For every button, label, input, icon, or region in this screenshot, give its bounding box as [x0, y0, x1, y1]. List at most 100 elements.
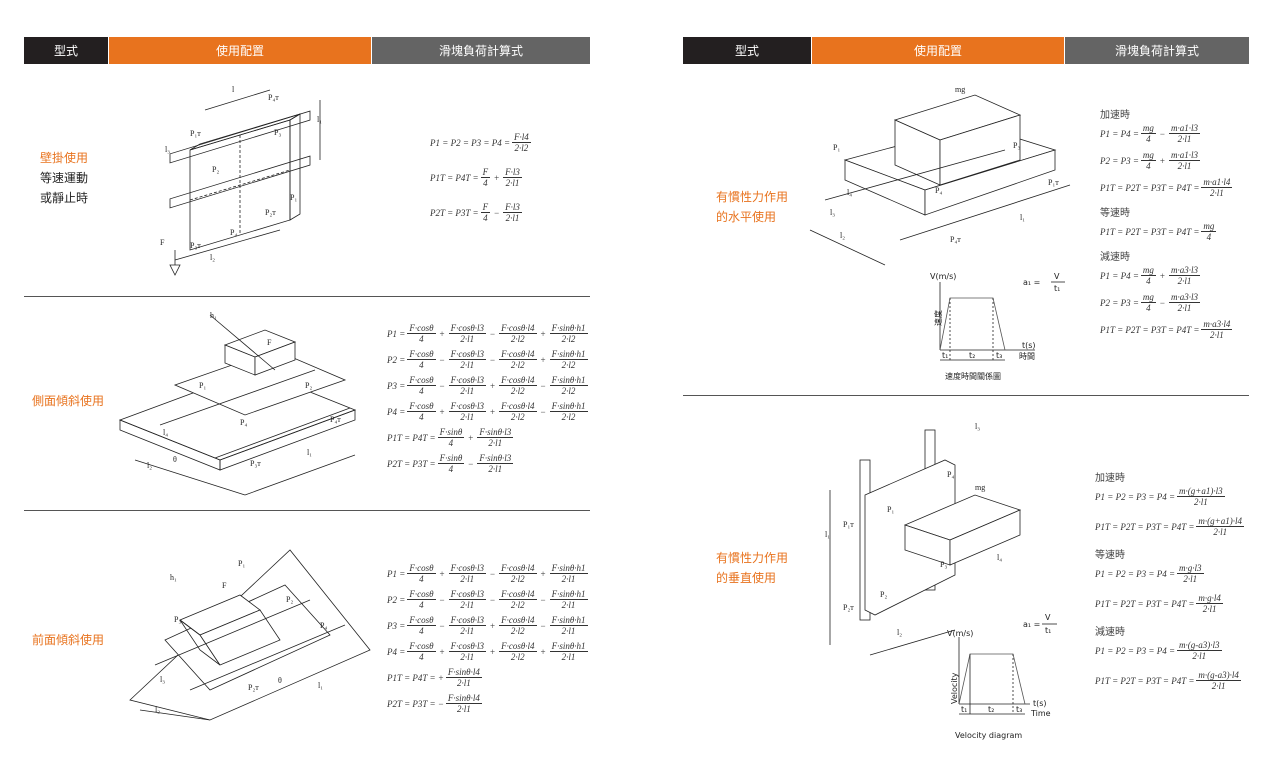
formula-operator: − [490, 568, 496, 579]
fraction-numerator: F·cosθ·l3 [448, 349, 486, 360]
fraction-numerator: F·l3 [503, 202, 522, 213]
formula-operator: + [439, 568, 445, 579]
fraction-denominator: 4 [448, 464, 454, 474]
formula-operator: − [439, 354, 445, 365]
load-label: P₃ᴛ [190, 241, 201, 250]
wall-mount-diagram: l P₄ᴛ P₁ᴛ P₃ l₁ l₃ P₂ P₁ P₂ᴛ P₄ P₃ᴛ F l₂ [160, 85, 322, 276]
dim-label: l₃ [160, 675, 165, 684]
formula-operator: + [540, 328, 546, 339]
header-type: 型式 [24, 37, 108, 64]
fraction-numerator: m·g·l3 [1177, 563, 1204, 574]
formula-operator: + [540, 646, 546, 657]
fraction-numerator: F·cosθ·l3 [448, 563, 486, 574]
formula-operator: − [490, 354, 496, 365]
load-label: P₄ [947, 470, 954, 479]
label-line: 等速運動 [40, 171, 89, 185]
fraction-denominator: 2·l1 [1192, 651, 1207, 661]
formula-operator: − [494, 207, 500, 218]
force-label: mg [975, 483, 985, 492]
fraction-denominator: 2·l1 [1183, 574, 1198, 584]
fraction-numerator: F·cosθ·l4 [499, 589, 537, 600]
dim-label: l₁ [1020, 213, 1025, 222]
formula-lhs: P3 = [387, 620, 406, 631]
load-label: P₂ [880, 590, 887, 599]
fraction-denominator: 2·l1 [561, 600, 576, 610]
fraction-denominator: 2·l1 [505, 178, 520, 188]
formula-lhs: P2 = [387, 594, 406, 605]
load-label: P₁ [290, 193, 297, 202]
dim-label: l₁ [317, 115, 322, 124]
fraction-denominator: 2·l2 [510, 574, 525, 584]
formula-lhs: P1 = [387, 568, 406, 579]
dim-label: h₁ [210, 311, 217, 320]
dim-label: l₁ [307, 448, 312, 457]
formula-operator: + [468, 432, 474, 443]
formula-operator: + [490, 646, 496, 657]
formula-operator: − [540, 406, 546, 417]
fraction-numerator: F·cosθ·l4 [499, 563, 537, 574]
vertical-inertia-diagram: l₃ P₄ mg P₁ P₁ᴛ l₁ P₃ l₄ P₂ P₂ᴛ l₂ [825, 422, 1022, 656]
load-label: P₄ [240, 418, 247, 427]
fraction-numerator: F·sinθ·h1 [549, 615, 588, 626]
fraction-denominator: 4 [1146, 134, 1151, 144]
velocity-diagram-cn: V(m/s) a₁ = V t₁ 速度 t(s) 時間 t₁ t₂ t₃ 速度時… [930, 272, 1065, 381]
t1-label: t₁ [961, 705, 967, 714]
fraction-denominator: 2·l2 [510, 360, 525, 370]
fraction-numerator: F [480, 202, 491, 213]
fraction-numerator: F·cosθ [407, 615, 436, 626]
fraction-numerator: F·cosθ [407, 401, 436, 412]
fraction-numerator: F·sinθ·h1 [549, 589, 588, 600]
fraction-numerator: m·(g-a3)·l4 [1196, 670, 1241, 681]
fraction-denominator: 2·l1 [1177, 276, 1192, 286]
formula-operator: + [490, 406, 496, 417]
fraction-numerator: F·sinθ·l4 [445, 667, 482, 678]
fraction-denominator: 2·l2 [510, 334, 525, 344]
fraction-numerator: m·a3·l3 [1168, 265, 1200, 276]
header-formula: 滑塊負荷計算式 [1065, 37, 1249, 64]
fraction-denominator: 2·l1 [1211, 681, 1226, 691]
fraction-numerator: F·cosθ [407, 589, 436, 600]
fraction-denominator: 4 [419, 574, 424, 584]
fraction-denominator: 2·l1 [561, 626, 576, 636]
acceleration-label: a₁ = [1023, 278, 1040, 287]
formula-heading: 減速時 [1095, 627, 1125, 638]
t2-label: t₂ [969, 351, 975, 360]
fraction-numerator: F·cosθ·l3 [448, 641, 486, 652]
formula-operator: − [468, 458, 474, 469]
front-incline-diagram: h₁ P₁ F P₃ P₂ P₄ l₁ P₂ᴛ θ l₃ l₂ [129, 549, 371, 721]
label-line: 有慣性力作用 [716, 190, 789, 204]
velocity-axis-label: Velocity [950, 672, 959, 704]
fraction-denominator: 4 [419, 626, 424, 636]
load-label: P₄ [230, 228, 237, 237]
load-label: P₁ [833, 143, 840, 152]
formula-operator: − [1159, 297, 1165, 308]
label-line: 或靜止時 [40, 191, 89, 205]
